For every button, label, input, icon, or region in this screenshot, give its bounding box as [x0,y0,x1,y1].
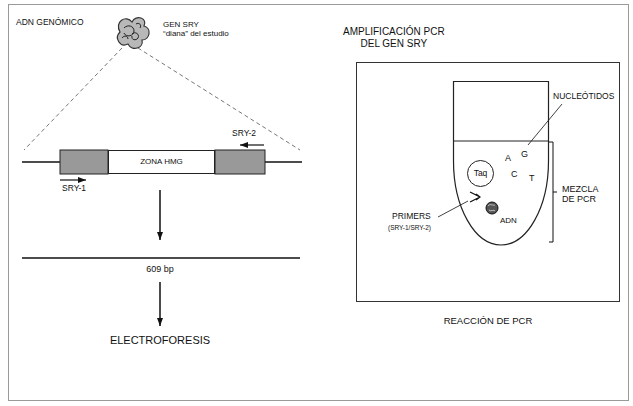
nucleotide-letter: A [505,153,511,163]
primer-site-box [60,150,108,174]
chromosome-texture [122,23,141,39]
panel-caption: REACCIÓN DE PCR [444,316,533,327]
amplicon-line [22,257,300,259]
dna-sample [486,202,498,214]
primer-arrow [240,144,264,145]
nucleotide-letter: T [529,173,535,183]
genome-label: ADN GENÓMICO [16,18,84,28]
chromosome-blob [118,18,150,49]
leader-line [528,104,562,145]
panel-heading: AMPLIFICACIÓN PCR DEL GEN SRY [343,26,445,49]
text-line: AMPLIFICACIÓN PCR [343,26,445,37]
text-line: “diana” del estudio [163,29,229,38]
tube-wall [454,82,549,246]
primer-symbol [470,192,480,202]
zoom-line [24,48,122,150]
text-line: MEZCLA [562,184,599,194]
callout-label: ADN [500,216,517,225]
text-line: GEN SRY [163,20,199,29]
gene-label: GEN SRY “diana” del estudio [163,20,229,38]
callout-note: (SRY-1/SRY-2) [388,224,431,231]
nucleotide-letter: G [521,149,528,159]
dna-sample-texture [488,205,495,211]
text-line: DE PCR [562,194,596,204]
flow-arrow [159,282,161,326]
bracket [549,142,557,242]
size-label: 609 bp [146,264,174,274]
primer-site-box [215,150,265,174]
figure-frame [9,5,629,401]
chromosome-outline [118,18,150,49]
primer-name: SRY-1 [62,184,86,194]
region-name: ZONA HMG [140,157,183,166]
enzyme-name: Taq [474,169,488,179]
callout-label: MEZCLA DE PCR [562,184,599,205]
nucleotide-letter: C [511,169,518,179]
primer-name: SRY-2 [232,129,256,139]
step-label: ELECTROFORESIS [110,334,210,347]
primer-arrow [60,179,86,180]
taq-enzyme-circle: Taq [467,160,494,187]
text-line: DEL GEN SRY [360,38,427,49]
zoom-line [138,48,300,150]
gene-region-box: ZONA HMG [108,150,215,174]
liquid-level [454,141,549,142]
callout-label: PRIMERS [392,212,431,222]
callout-label: NUCLEÓTIDOS [553,92,614,102]
flow-arrow [159,190,161,240]
leader-line [438,201,468,217]
